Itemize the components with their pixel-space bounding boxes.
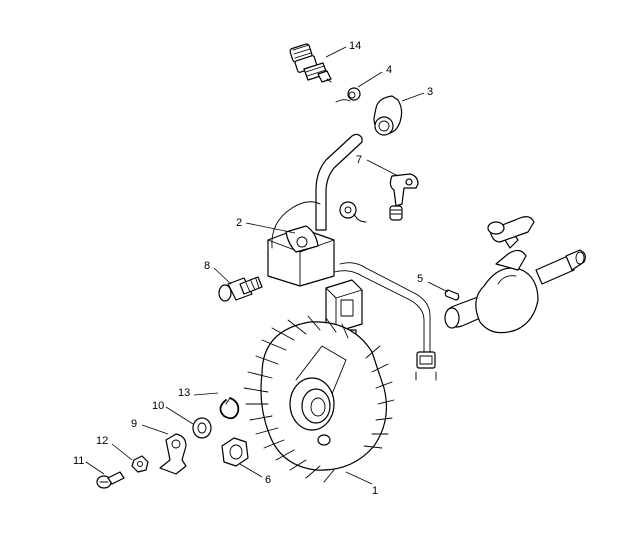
part-2-ignition-coil bbox=[267, 201, 437, 381]
part-8-coil-bolt bbox=[218, 276, 263, 302]
callout-5: 5 bbox=[417, 273, 423, 285]
part-1-flywheel bbox=[243, 315, 395, 483]
part-6-flywheel-nut bbox=[221, 437, 249, 467]
callout-labels: 14 4 3 7 2 8 5 13 10 9 12 11 6 1 bbox=[73, 40, 433, 497]
callout-10: 10 bbox=[152, 400, 164, 412]
callout-13: 13 bbox=[178, 387, 190, 399]
callout-2: 2 bbox=[236, 217, 242, 229]
ignition-lead-wire bbox=[315, 133, 363, 231]
part-10-washer bbox=[192, 417, 212, 439]
callout-1: 1 bbox=[372, 485, 378, 497]
part-11-screw bbox=[96, 471, 125, 489]
part-3-plug-boot bbox=[373, 95, 403, 136]
callout-3: 3 bbox=[427, 86, 433, 98]
callout-6: 6 bbox=[265, 474, 271, 486]
callout-11: 11 bbox=[73, 455, 84, 467]
callout-9: 9 bbox=[131, 418, 137, 430]
callout-14: 14 bbox=[349, 40, 361, 52]
crankshaft bbox=[444, 216, 586, 334]
part-12-small-nut bbox=[131, 455, 149, 473]
part-5-woodruff-key bbox=[444, 289, 460, 301]
part-14-spark-plug bbox=[289, 43, 332, 83]
callout-7: 7 bbox=[356, 154, 362, 166]
part-4-spark-cap-spring bbox=[335, 87, 361, 103]
callout-8: 8 bbox=[204, 260, 210, 272]
part-9-bracket bbox=[159, 433, 187, 475]
callout-12: 12 bbox=[96, 435, 108, 447]
part-7-terminal-bracket bbox=[339, 173, 419, 223]
leader-lines bbox=[85, 46, 449, 485]
part-13-snap-ring bbox=[219, 397, 240, 420]
callout-4: 4 bbox=[386, 64, 392, 76]
